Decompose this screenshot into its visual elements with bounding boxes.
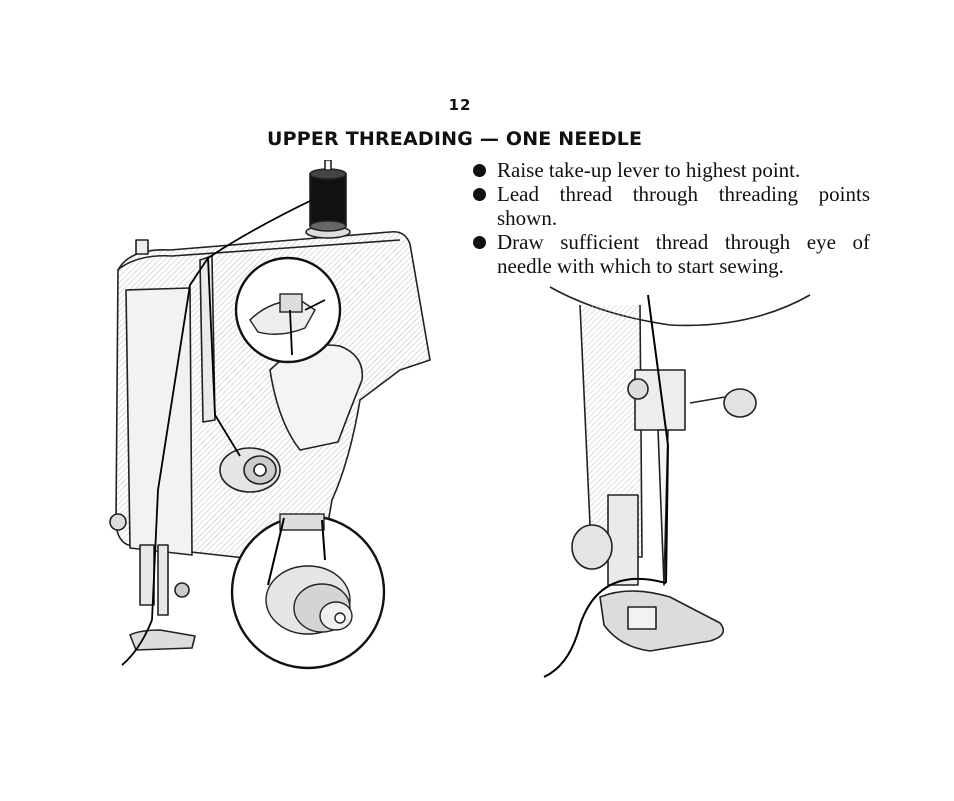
sewing-machine-threading-diagram xyxy=(109,160,431,670)
instruction-list: Raise take-up lever to highest point. Le… xyxy=(470,158,870,278)
bullet-icon xyxy=(473,236,486,249)
needle-and-presser-foot-closeup xyxy=(543,286,811,678)
page-number: 12 xyxy=(448,96,472,114)
instruction-text: Draw sufficient thread through eye of ne… xyxy=(497,230,870,278)
list-item: Lead thread through threading points sho… xyxy=(470,182,870,230)
instruction-text: Lead thread through threading points sho… xyxy=(497,182,870,230)
list-item: Raise take-up lever to highest point. xyxy=(470,158,870,182)
bullet-icon xyxy=(473,188,486,201)
list-item: Draw sufficient thread through eye of ne… xyxy=(470,230,870,278)
page-title: UPPER THREADING — ONE NEEDLE xyxy=(267,128,643,150)
bullet-icon xyxy=(473,164,486,177)
instruction-text: Raise take-up lever to highest point. xyxy=(497,158,801,182)
